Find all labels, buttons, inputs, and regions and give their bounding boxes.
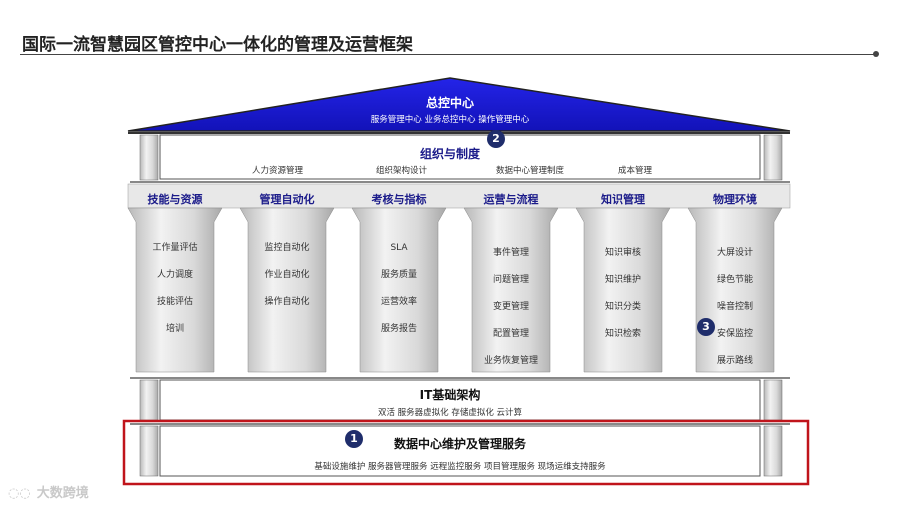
beam-item: 成本管理: [618, 164, 652, 176]
pillar-columns: [128, 208, 782, 372]
badge-1: 1: [345, 430, 363, 448]
beam-item: 组织架构设计: [376, 164, 427, 176]
list-item: 知识审核: [578, 240, 668, 267]
list-item: 配置管理: [466, 321, 556, 348]
list-item: 知识维护: [578, 267, 668, 294]
list-item: 大屏设计: [690, 240, 780, 267]
beam-left-column: [140, 135, 158, 180]
roof-subtitle: 服务管理中心 业务总控中心 操作管理中心: [300, 113, 600, 125]
it-right-column: [764, 380, 782, 420]
watermark-text: 大数跨境: [37, 486, 89, 501]
pillar-title-environment: 物理环境: [685, 191, 785, 207]
pillar-list-environment: 大屏设计 绿色节能 噪音控制 安保监控 展示路线: [690, 240, 780, 375]
pillar-title-knowledge: 知识管理: [573, 191, 673, 207]
roof-title: 总控中心: [300, 94, 600, 111]
list-item: 问题管理: [466, 267, 556, 294]
list-item: 服务报告: [354, 316, 444, 343]
pillar-list-process: 事件管理 问题管理 变更管理 配置管理 业务恢复管理: [466, 240, 556, 375]
list-item: 工作量评估: [130, 235, 220, 262]
list-item: SLA: [354, 235, 444, 262]
dc-layer-subtitle: 基础设施维护 服务器管理服务 远程监控服务 项目管理服务 现场运维支持服务: [180, 460, 740, 472]
beam-title: 组织与制度: [330, 145, 570, 162]
list-item: 展示路线: [690, 348, 780, 375]
list-item: 噪音控制: [690, 294, 780, 321]
dc-layer-title: 数据中心维护及管理服务: [330, 435, 590, 452]
list-item: 知识分类: [578, 294, 668, 321]
list-item: 人力调度: [130, 262, 220, 289]
list-item: 变更管理: [466, 294, 556, 321]
pillar-title-process: 运营与流程: [461, 191, 561, 207]
list-item: 监控自动化: [242, 235, 332, 262]
list-item: 绿色节能: [690, 267, 780, 294]
watermark: ◌◌ 大数跨境: [8, 482, 89, 501]
pillar-title-automation: 管理自动化: [237, 191, 337, 207]
pillar-list-automation: 监控自动化 作业自动化 操作自动化: [242, 235, 332, 316]
dc-right-column: [764, 426, 782, 476]
list-item: 培训: [130, 316, 220, 343]
it-layer-subtitle: 双活 服务器虚拟化 存储虚拟化 云计算: [300, 406, 600, 418]
pillar-title-skills: 技能与资源: [125, 191, 225, 207]
list-item: 作业自动化: [242, 262, 332, 289]
list-item: 事件管理: [466, 240, 556, 267]
it-left-column: [140, 380, 158, 420]
pillar-list-knowledge: 知识审核 知识维护 知识分类 知识检索: [578, 240, 668, 348]
it-layer-title: IT基础架构: [330, 386, 570, 403]
beam-right-column: [764, 135, 782, 180]
beam-item: 数据中心管理制度: [496, 164, 564, 176]
list-item: 操作自动化: [242, 289, 332, 316]
badge-2: 2: [487, 130, 505, 148]
list-item: 知识检索: [578, 321, 668, 348]
beam-item: 人力资源管理: [252, 164, 303, 176]
list-item: 技能评估: [130, 289, 220, 316]
list-item: 业务恢复管理: [466, 348, 556, 375]
list-item: 服务质量: [354, 262, 444, 289]
pillar-title-kpi: 考核与指标: [349, 191, 449, 207]
pillar-list-kpi: SLA 服务质量 运营效率 服务报告: [354, 235, 444, 343]
list-item: 运营效率: [354, 289, 444, 316]
badge-3: 3: [697, 318, 715, 336]
dc-left-column: [140, 426, 158, 476]
pillar-list-skills: 工作量评估 人力调度 技能评估 培训: [130, 235, 220, 343]
watermark-logo-icon: ◌◌: [8, 486, 31, 501]
